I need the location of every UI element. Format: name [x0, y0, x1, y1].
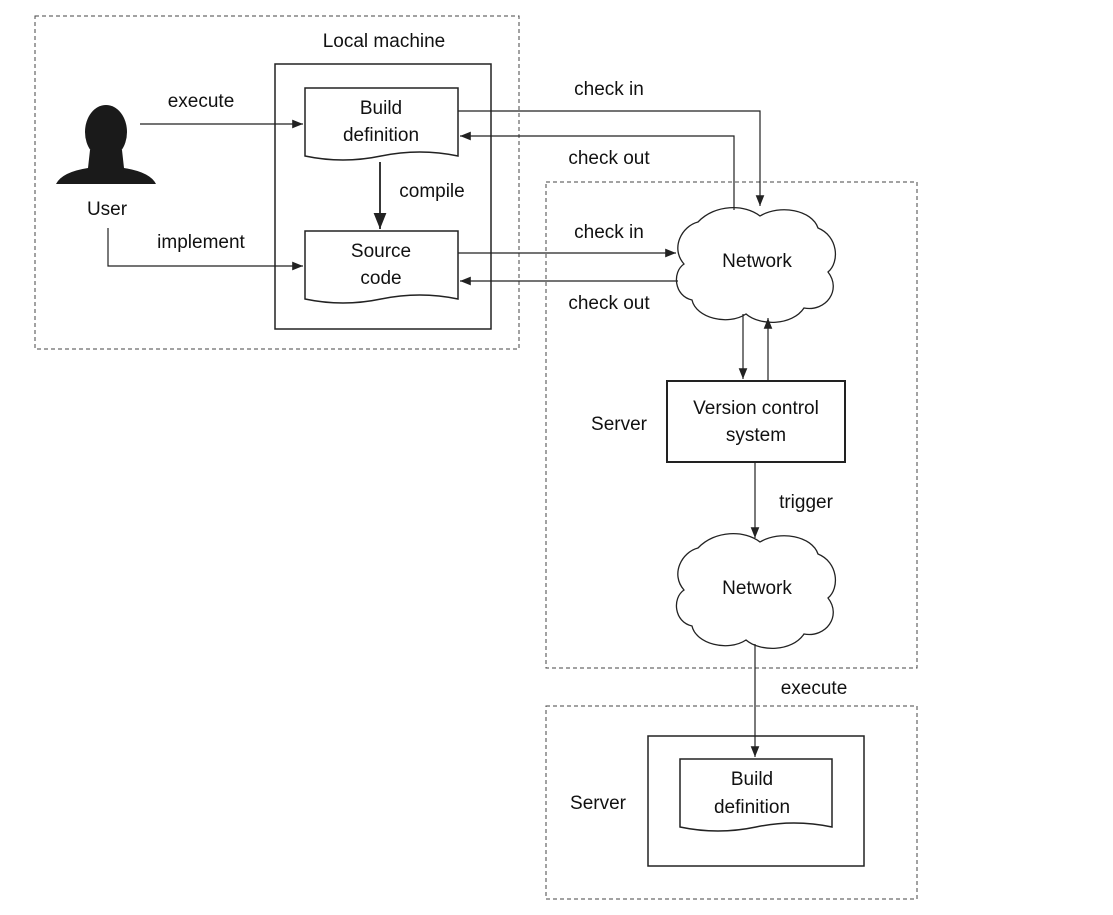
edge-label-trigger: trigger	[779, 492, 834, 513]
source-code-line2: code	[360, 268, 401, 289]
edge-label-check-out-build: check out	[568, 148, 650, 169]
build-definition-local-line1: Build	[360, 98, 402, 119]
build-server-frame	[647, 735, 865, 867]
build-definition-local-node	[304, 87, 459, 161]
edge-implement	[107, 228, 303, 271]
user-label: User	[87, 199, 128, 220]
edge-label-compile: compile	[399, 181, 464, 202]
network-top-cloud	[675, 206, 837, 324]
local-group-box	[34, 15, 520, 350]
server-vcs-group-box	[545, 181, 918, 669]
source-code-node	[304, 230, 459, 304]
edge-label-execute-server: execute	[781, 678, 848, 699]
local-machine-frame	[274, 63, 492, 330]
build-definition-server-line2: definition	[714, 797, 790, 818]
server-build-group-box	[545, 705, 918, 900]
edge-check-in-build	[458, 110, 765, 206]
edge-label-check-out-source: check out	[568, 293, 650, 314]
network-top-label: Network	[722, 251, 792, 272]
build-definition-server-line1: Build	[731, 769, 773, 790]
edge-label-execute-user: execute	[168, 91, 235, 112]
edge-label-check-in-source: check in	[574, 222, 644, 243]
local-machine-title: Local machine	[323, 31, 446, 52]
vcs-node	[666, 380, 846, 463]
server-build-label: Server	[570, 793, 627, 814]
person-silhouette-icon	[56, 105, 156, 184]
network-bottom-cloud	[675, 532, 837, 650]
build-definition-server-node	[679, 758, 833, 832]
vcs-line1: Version control	[693, 398, 819, 419]
edge-label-check-in-build: check in	[574, 79, 644, 100]
source-code-line1: Source	[351, 241, 411, 262]
build-definition-local-line2: definition	[343, 125, 419, 146]
vcs-line2: system	[726, 425, 786, 446]
edge-label-implement: implement	[157, 232, 245, 253]
edge-check-out-build	[460, 131, 735, 210]
server-vcs-label: Server	[591, 414, 648, 435]
network-bottom-label: Network	[722, 578, 792, 599]
